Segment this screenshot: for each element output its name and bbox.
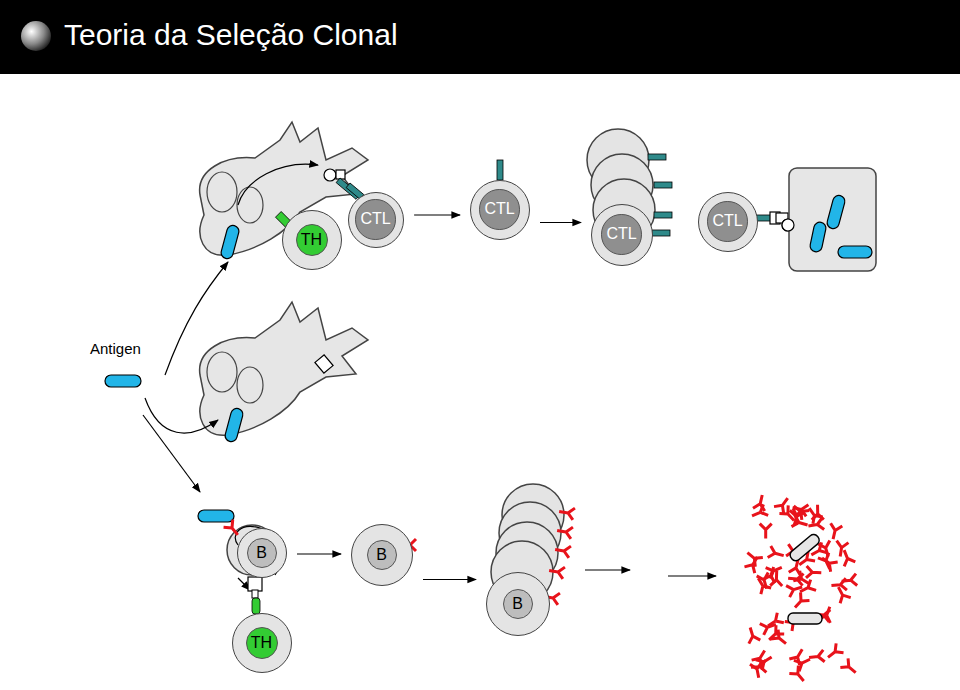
arrow-connector [423, 579, 476, 580]
cell-circle: B [237, 528, 287, 578]
arrow [145, 398, 218, 433]
cell-label: TH [301, 232, 322, 248]
antibody [768, 546, 786, 561]
antigen [105, 375, 141, 387]
cell-nucleus: TH [246, 627, 278, 659]
antibody [760, 619, 778, 635]
antibody [804, 505, 822, 524]
cell-circle: CTL [348, 192, 404, 248]
antibody [786, 581, 804, 597]
antibody [548, 565, 565, 579]
mhc-complex [248, 577, 262, 614]
arrow [165, 262, 228, 375]
cell-circle: CTL [470, 180, 530, 240]
cell-nucleus: CTL [707, 201, 747, 241]
cell-label: B [376, 547, 387, 563]
antibody [834, 541, 848, 558]
antibody [753, 575, 771, 594]
cell-label: CTL [484, 201, 514, 217]
antibody [807, 518, 824, 532]
antibody [824, 643, 843, 662]
dendritic-cell [200, 302, 368, 443]
antibody [766, 562, 784, 579]
antibody [791, 592, 810, 611]
cell-label: CTL [712, 213, 742, 229]
antibody [744, 554, 762, 573]
cell-circle: B [351, 524, 413, 586]
antibody [756, 652, 775, 670]
arrow [585, 569, 630, 570]
antibody [558, 506, 575, 520]
neutralized-antigen [788, 532, 822, 624]
cell-label: B [256, 545, 267, 561]
arrow [143, 415, 200, 492]
arrow-connector [297, 553, 341, 554]
cell-nucleus: B [367, 540, 397, 570]
cell-nucleus: TH [296, 224, 328, 256]
cell-nucleus: B [503, 589, 533, 619]
antibody [750, 504, 768, 521]
arrow-connector [540, 222, 581, 223]
cell-label: CTL [606, 226, 636, 242]
antibody [840, 658, 859, 677]
antigen [198, 510, 234, 522]
cell-nucleus: CTL [355, 199, 395, 239]
cell-circle: CTL [698, 192, 758, 252]
cell-nucleus: CTL [479, 189, 519, 229]
antibody [833, 584, 851, 603]
antibody [771, 630, 790, 649]
antibodies [744, 494, 860, 685]
cell-nucleus: CTL [601, 214, 641, 254]
arrow-connector [414, 214, 460, 215]
cell-label: TH [251, 635, 272, 651]
title: Teoria da Seleção Clonal [64, 18, 398, 52]
antibody [827, 523, 842, 540]
antibody [808, 650, 824, 664]
antibody [760, 524, 772, 539]
antibody [774, 494, 793, 513]
arrow [668, 575, 716, 576]
antibody [224, 520, 243, 539]
antibody [556, 525, 573, 539]
cell-circle: TH [282, 210, 342, 270]
antigen-label: Antigen [90, 340, 141, 357]
cell-label: B [512, 596, 523, 612]
cell-circle: CTL [591, 204, 653, 266]
antibody [554, 544, 571, 558]
antibody [818, 553, 837, 572]
title-icon [21, 21, 51, 51]
antibody [818, 553, 835, 572]
antibody [789, 666, 808, 685]
antibody [744, 626, 760, 644]
antibody [818, 541, 834, 559]
cell-nucleus: B [247, 538, 277, 568]
antibody [806, 566, 822, 579]
infected-cell [752, 168, 876, 271]
cell-circle: B [486, 572, 550, 636]
cell-label: CTL [360, 211, 390, 227]
cell-circle: TH [232, 613, 292, 673]
